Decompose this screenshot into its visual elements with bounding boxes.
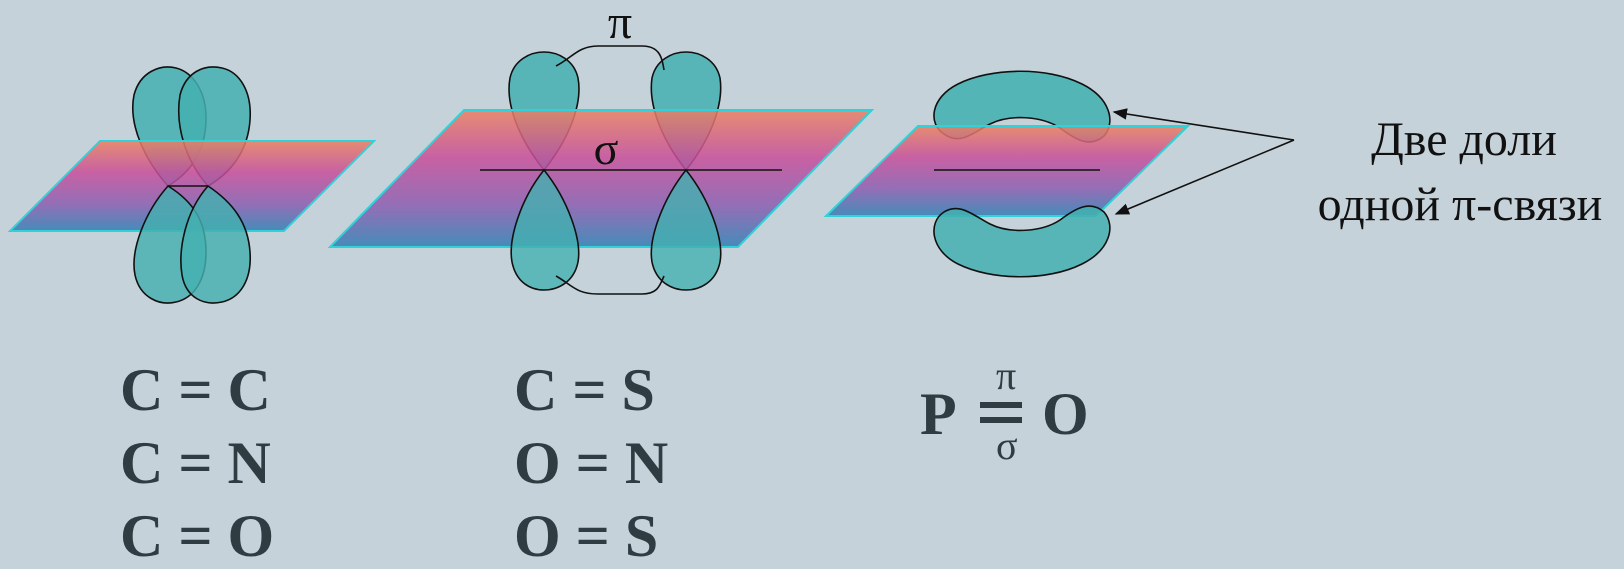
lower-lobes — [510, 168, 722, 291]
pi-bond-label: π — [996, 353, 1017, 398]
pi-arc-bottom — [555, 275, 665, 295]
bond-plane — [823, 125, 1191, 217]
p-atom: P — [920, 381, 957, 447]
formula-p-o: P π σ O — [920, 356, 1100, 466]
pi-arc-top — [555, 45, 665, 71]
orbital-lobe — [180, 184, 251, 304]
figure-overlap-p-orbitals — [7, 66, 377, 304]
lower-pi-lobe — [933, 205, 1111, 278]
caption-line-1: Две доли — [1371, 113, 1557, 166]
caption-line-2: одной π-связи — [1318, 178, 1603, 231]
formula-o-s: O = S — [514, 503, 659, 569]
figure-sigma-pi-bond: π σ — [327, 0, 875, 295]
formula-c-n: C = N — [120, 430, 271, 496]
bond-plane — [327, 109, 875, 248]
arrow-lower — [1114, 139, 1295, 215]
formula-c-o: C = O — [120, 503, 275, 569]
orbital-lobe — [510, 168, 580, 291]
formula-c-s: C = S — [514, 357, 655, 423]
sigma-label: σ — [594, 123, 619, 174]
orbital-lobe — [650, 168, 722, 291]
sigma-bond-label: σ — [996, 423, 1018, 468]
formula-o-n: O = N — [514, 430, 669, 496]
pi-label: π — [608, 0, 632, 49]
lower-lobes — [133, 184, 251, 304]
arrow-upper — [1112, 108, 1295, 141]
double-bond-sign — [980, 402, 1022, 423]
o-atom: O — [1042, 381, 1089, 447]
figure-pi-bond-lobes: Две доли одной π-связи — [823, 70, 1603, 278]
formula-c-c: C = C — [120, 357, 271, 423]
